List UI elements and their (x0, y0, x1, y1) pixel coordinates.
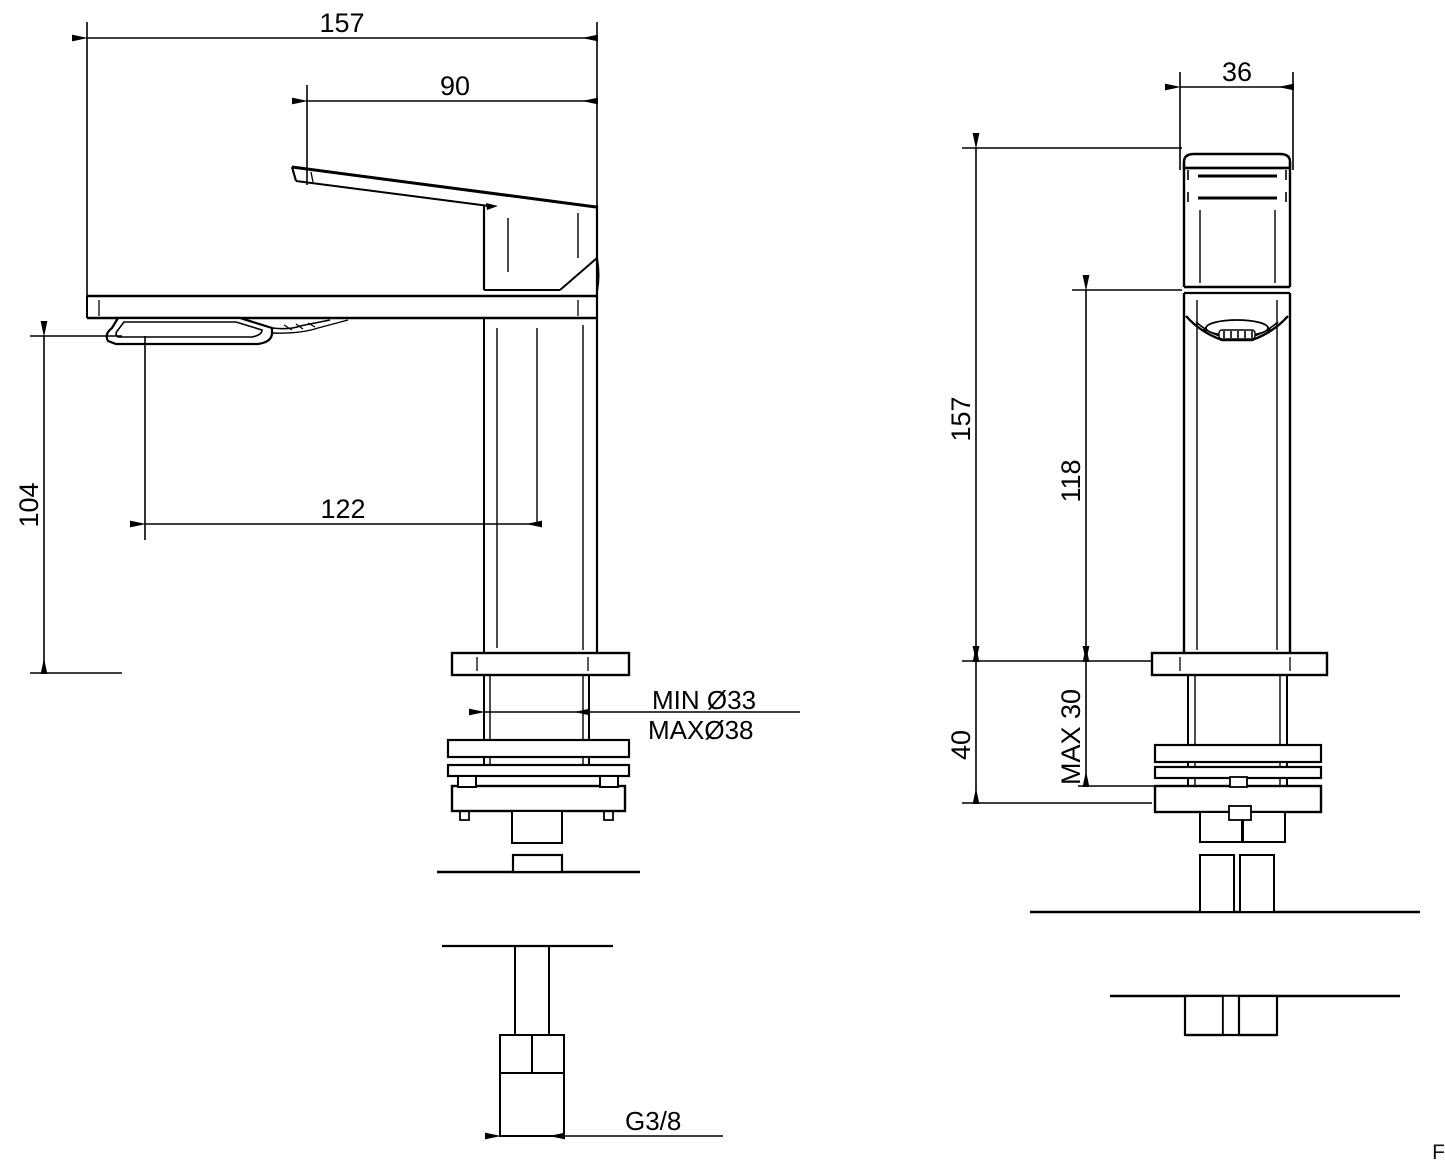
dimension-label-40: 40 (946, 730, 976, 760)
dimension-label-157-front: 157 (946, 396, 976, 441)
mounting-hardware-front (1030, 651, 1420, 914)
dimension-max30-vertical (1078, 646, 1160, 787)
dimension-label-104: 104 (14, 482, 44, 527)
dimension-122 (130, 336, 542, 540)
lever-handle-side (290, 165, 597, 210)
dimension-157 (72, 22, 598, 300)
dimension-label-36: 36 (1222, 57, 1252, 87)
shank-column-side (483, 318, 599, 655)
cartridge-block-side (482, 206, 600, 292)
faucet-body-front (1182, 152, 1292, 295)
dimension-label-122: 122 (320, 494, 365, 524)
callout-max-diameter: MAXØ38 (648, 715, 754, 745)
aerator-front (1185, 315, 1289, 342)
dimension-157-vertical (962, 133, 1182, 662)
dimension-36 (1165, 72, 1294, 170)
bottom-plate-detail-front (1110, 994, 1400, 1037)
front-view-group (962, 72, 1420, 1037)
mounting-hardware-side (437, 651, 800, 874)
spout-column-front (1182, 293, 1292, 655)
dimension-104 (30, 321, 122, 674)
callout-min-diameter: MIN Ø33 (652, 685, 756, 715)
dimension-label-90: 90 (440, 71, 470, 101)
dimension-118-vertical (1072, 275, 1182, 662)
dimension-40-vertical (962, 646, 1152, 804)
side-view-group (30, 22, 800, 1140)
callout-thread-g38: G3/8 (625, 1106, 681, 1136)
dimension-label-157-side: 157 (319, 8, 364, 38)
dimension-label-118: 118 (1056, 459, 1086, 502)
faucet-body-side (86, 205, 599, 320)
corner-mark: F (1432, 1141, 1445, 1163)
aerator-outlet-side (105, 316, 349, 346)
dimension-label-max30: MAX 30 (1056, 689, 1086, 785)
g38-connector-detail (442, 944, 723, 1140)
